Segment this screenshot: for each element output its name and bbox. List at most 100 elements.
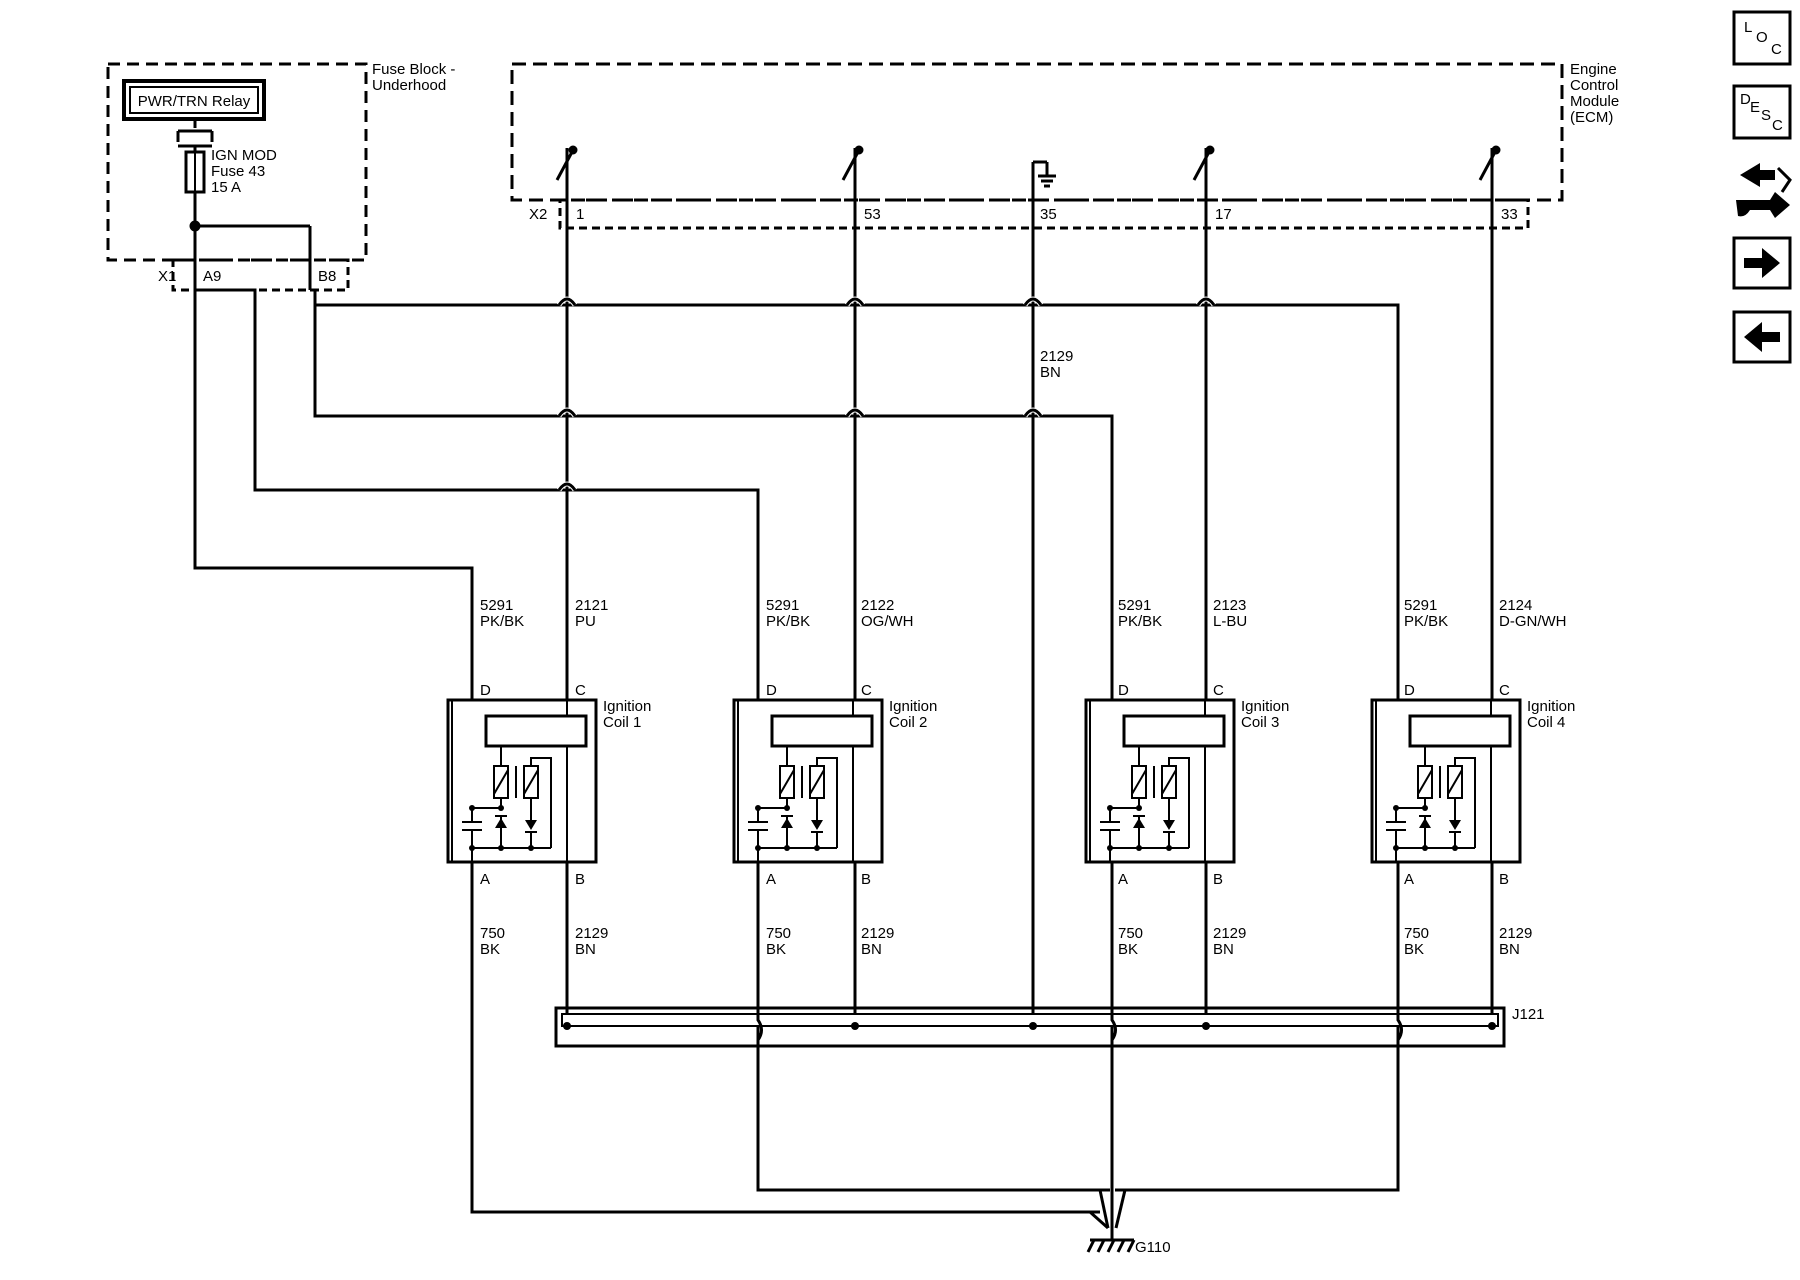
loc-button[interactable]: L O C <box>1732 10 1792 66</box>
loc-icon-l: L <box>1744 19 1752 36</box>
pin-c-label: C <box>575 682 586 699</box>
connector-view-icon <box>1736 163 1792 218</box>
wire-b-number: 2129 <box>575 925 608 942</box>
desc-icon-e: E <box>1750 99 1760 116</box>
desc-icon-c: C <box>1772 117 1783 134</box>
ecm-pin-label: 53 <box>864 206 881 223</box>
loc-icon-o: O <box>1756 29 1768 46</box>
ecm-switch-pin33 <box>1478 145 1501 240</box>
pin-c-label: C <box>1499 682 1510 699</box>
wire-a-color: BK <box>480 941 500 958</box>
pin-b-label: B <box>861 871 871 888</box>
coil-name-2: Coil 3 <box>1241 714 1279 731</box>
fuse-block-title-2: Underhood <box>372 77 446 94</box>
ecm-title-2: Control <box>1570 77 1618 94</box>
wire-c-color: D-GN/WH <box>1499 613 1567 630</box>
connector-view-button[interactable] <box>1736 163 1792 218</box>
wire-a-color: BK <box>1118 941 1138 958</box>
desc-button[interactable]: D E S C <box>1732 84 1792 140</box>
pin-b8-label: B8 <box>318 268 336 285</box>
g110-label: G110 <box>1135 1239 1171 1256</box>
wire-d-color: PK/BK <box>1404 613 1448 630</box>
coil-name-2: Coil 1 <box>603 714 641 731</box>
pin-c-label: C <box>1213 682 1224 699</box>
wire-d-number: 5291 <box>480 597 513 614</box>
fuse-line-3: 15 A <box>211 179 241 196</box>
wire-crossovers <box>556 296 1217 492</box>
next-button[interactable] <box>1732 236 1792 290</box>
ecm-switch-pin17 <box>1192 145 1215 240</box>
fuse-block-title: Fuse Block - <box>372 61 455 78</box>
x1-connector-label: X1 <box>158 268 176 285</box>
wiring <box>189 220 1494 1240</box>
wire-a-number: 750 <box>1404 925 1429 942</box>
wire-b-color: BN <box>861 941 882 958</box>
fuse-block-underhood: Fuse Block - Underhood PWR/TRN Relay IGN… <box>106 61 455 292</box>
wire-a-color: BK <box>1404 941 1424 958</box>
wire-c-number: 2122 <box>861 597 894 614</box>
wire-a-color: BK <box>766 941 786 958</box>
wire-c-number: 2123 <box>1213 597 1246 614</box>
wire-b-color: BN <box>575 941 596 958</box>
wire-d-color: PK/BK <box>1118 613 1162 630</box>
engine-control-module: Engine Control Module (ECM) X2 <box>510 61 1619 240</box>
ign-mod-fuse: IGN MOD Fuse 43 15 A <box>176 119 277 226</box>
wire-d-number: 5291 <box>766 597 799 614</box>
wire-b-number: 2129 <box>1213 925 1246 942</box>
ecm-switch-pin53 <box>841 145 864 240</box>
pin-b-label: B <box>1213 871 1223 888</box>
wire-d-number: 5291 <box>1404 597 1437 614</box>
ecm-pin-label: 33 <box>1501 206 1518 223</box>
j121-label: J121 <box>1512 1006 1545 1023</box>
ecm-title-1: Engine <box>1570 61 1617 78</box>
previous-button[interactable] <box>1732 310 1792 364</box>
pin-b-label: B <box>575 871 585 888</box>
wire-b-color: BN <box>1499 941 1520 958</box>
pin-d-label: D <box>480 682 491 699</box>
wire-a-number: 750 <box>480 925 505 942</box>
coil-name: Ignition <box>1241 698 1289 715</box>
coil-name: Ignition <box>889 698 937 715</box>
x2-connector-label: X2 <box>529 206 547 223</box>
desc-icon-d: D <box>1740 91 1751 108</box>
ecm-ground-pin35 <box>1031 160 1056 240</box>
wire-c-number: 2121 <box>575 597 608 614</box>
coil-name: Ignition <box>1527 698 1575 715</box>
wire-c-color: L-BU <box>1213 613 1247 630</box>
pin-a-label: A <box>1118 871 1128 888</box>
next-arrow-icon <box>1744 248 1780 278</box>
pin-d-label: D <box>1118 682 1129 699</box>
ecm-title-4: (ECM) <box>1570 109 1613 126</box>
coil-name-2: Coil 4 <box>1527 714 1565 731</box>
splice-j121: J121 <box>554 1006 1545 1048</box>
ecm-pin-label: 1 <box>576 206 584 223</box>
previous-arrow-icon <box>1744 322 1780 352</box>
pin-c-label: C <box>861 682 872 699</box>
wire-d-number: 5291 <box>1118 597 1151 614</box>
wire-b-number: 2129 <box>861 925 894 942</box>
wire-c-color: PU <box>575 613 596 630</box>
coil-name-2: Coil 2 <box>889 714 927 731</box>
wire-c-color: OG/WH <box>861 613 914 630</box>
wire-a-number: 750 <box>766 925 791 942</box>
coil-name: Ignition <box>603 698 651 715</box>
ecm-pin-label: 35 <box>1040 206 1057 223</box>
ecm-switch-pin1 <box>555 145 578 240</box>
fuse-line-2: Fuse 43 <box>211 163 265 180</box>
loc-icon-c: C <box>1771 41 1782 58</box>
relay-label: PWR/TRN Relay <box>138 93 251 110</box>
ecm-pin-label: 17 <box>1215 206 1232 223</box>
pin-b-label: B <box>1499 871 1509 888</box>
fuse-line-1: IGN MOD <box>211 147 277 164</box>
wire-d-color: PK/BK <box>766 613 810 630</box>
pin-a-label: A <box>480 871 490 888</box>
ground-g110 <box>1086 1189 1136 1253</box>
wire-b-number: 2129 <box>1499 925 1532 942</box>
pin-d-label: D <box>1404 682 1415 699</box>
